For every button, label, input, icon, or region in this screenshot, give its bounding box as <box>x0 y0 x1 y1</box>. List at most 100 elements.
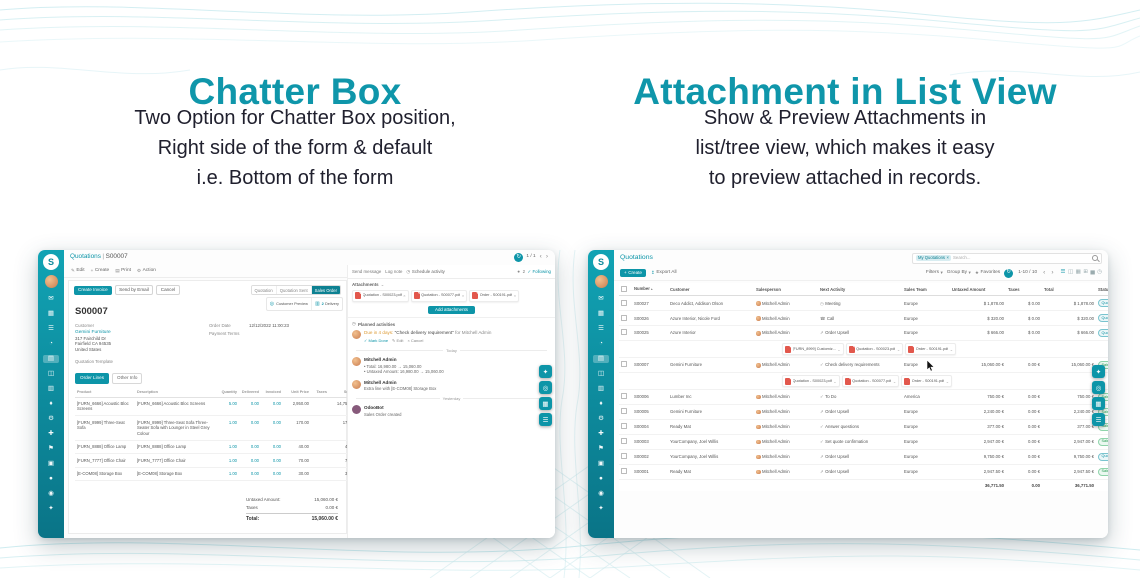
calendar-icon[interactable]: ▦ <box>597 310 605 317</box>
sales-icon[interactable]: ▤ <box>43 355 59 363</box>
quotation-row[interactable]: S00002 YourCompany, Joel Willis Mitchell… <box>619 449 1108 465</box>
chevron-down-icon[interactable]: ⌄ <box>837 346 841 352</box>
order-line-row[interactable]: [E-COM08] Storage Box [E-COM08] Storage … <box>75 467 361 482</box>
crm-icon[interactable]: ◔ <box>49 340 53 347</box>
attachment-chip[interactable]: Quotation - S00023.pdf ⌄ <box>845 343 904 356</box>
view-calendar-icon[interactable]: ▦ <box>1075 269 1081 276</box>
activity-icon[interactable]: ⇗ <box>820 409 824 415</box>
discuss-icon[interactable]: ✉ <box>598 295 604 302</box>
manufacturing-icon[interactable]: ⚙ <box>598 415 604 422</box>
quotation-row[interactable]: S00003 YourCompany, Joel Willis Mitchell… <box>619 434 1108 450</box>
status-quotation[interactable]: Quotation <box>251 286 276 295</box>
dashboard-icon[interactable]: ◫ <box>597 370 605 377</box>
discuss-icon[interactable]: ✉ <box>48 295 54 302</box>
invoicing-icon[interactable]: ♦ <box>599 400 603 407</box>
quotation-row[interactable]: S00005 Gemini Furniture Mitchell Admin ⇗… <box>619 404 1108 420</box>
pager-prev-icon[interactable]: ‹ <box>539 253 542 261</box>
order-line-row[interactable]: [FURN_7777] Office Chair [FURN_7777] Off… <box>75 453 361 468</box>
attachment-chip[interactable]: Quotation - S00077.pdf × <box>410 289 468 302</box>
tab-order-lines[interactable]: Order Lines <box>75 372 110 384</box>
row-checkbox[interactable] <box>621 329 627 336</box>
row-checkbox[interactable] <box>621 453 627 459</box>
attachment-chip[interactable]: Order - S00191.pdf × <box>469 289 520 302</box>
mark-done-button[interactable]: ✓ Mark Done <box>364 337 389 343</box>
point-of-sale-icon[interactable]: ▣ <box>597 460 605 467</box>
print-button[interactable]: ▤Print <box>115 267 131 273</box>
order-line-row[interactable]: [FURN_6666] Acoustic Bloc Screens [FURN_… <box>75 397 361 417</box>
settings-icon[interactable]: ✦ <box>598 505 604 512</box>
filters-button[interactable]: Filters▾ <box>925 269 943 275</box>
website-icon[interactable]: ◉ <box>48 490 54 497</box>
column-header[interactable]: Customer <box>668 283 754 297</box>
activity-icon[interactable]: ✓ <box>820 362 824 368</box>
remove-facet-icon[interactable]: × <box>946 255 949 261</box>
column-header[interactable]: Total <box>1042 283 1096 297</box>
quotation-row[interactable]: S00025 Azure Interior Mitchell Admin ⇗Or… <box>619 325 1108 342</box>
status-sales-order[interactable]: Sales Order <box>310 286 340 295</box>
attachment-chip[interactable]: [FURN_8999] Customiz... ⌄ <box>782 343 844 356</box>
quick-apps-icon[interactable]: ▦ <box>1092 397 1105 410</box>
schedule-activity-tab[interactable]: ◷Schedule activity <box>406 268 445 274</box>
attachment-row[interactable]: Quotation - S00023.pdf ⌄ Quotation - S00… <box>619 372 1108 391</box>
remove-attachment-icon[interactable]: × <box>513 293 517 299</box>
contacts-icon[interactable]: ☰ <box>598 325 604 332</box>
invoicing-icon[interactable]: ♦ <box>49 400 53 407</box>
calendar-icon[interactable]: ▦ <box>47 310 55 317</box>
pager-next-icon[interactable]: › <box>545 253 548 261</box>
search-input[interactable]: My Quotations × Search... <box>912 252 1102 264</box>
action-button[interactable]: ⚙Action <box>136 267 156 273</box>
inventory-icon[interactable]: ▥ <box>597 385 605 392</box>
remove-attachment-icon[interactable]: × <box>461 293 465 299</box>
quotation-row[interactable]: S00006 Lumber Inc Mitchell Admin ✓To Do … <box>619 389 1108 406</box>
row-checkbox[interactable] <box>621 423 627 430</box>
dashboard-icon[interactable]: ◫ <box>47 370 55 377</box>
quick-menu-icon[interactable]: ☰ <box>1092 413 1105 426</box>
attachment-chip[interactable]: Quotation - S00077.pdf ⌄ <box>841 375 900 388</box>
attachment-chip[interactable]: Quotation - S00023.pdf × <box>352 289 409 302</box>
column-header[interactable]: Sales Team <box>902 283 950 297</box>
send-message-tab[interactable]: Send message <box>352 268 382 274</box>
quotation-row[interactable]: S00007 Gemini Furniture Mitchell Admin ✓… <box>619 357 1108 374</box>
export-all-button[interactable]: ↥ Export All <box>650 269 677 275</box>
sync-button[interactable]: ↻ <box>1004 268 1014 278</box>
pager-next-icon[interactable]: › <box>1051 268 1054 276</box>
quick-search-icon[interactable]: ◎ <box>539 381 552 394</box>
remove-attachment-icon[interactable]: × <box>403 293 406 299</box>
cancel-activity-button[interactable]: × Cancel <box>407 337 424 343</box>
favorites-button[interactable]: ★Favorites <box>974 269 1001 275</box>
column-header[interactable]: Unit Price <box>283 387 311 398</box>
project-icon[interactable]: ● <box>49 475 53 482</box>
row-checkbox[interactable] <box>621 393 627 400</box>
contacts-icon[interactable]: ☰ <box>48 325 54 332</box>
column-header[interactable]: Taxes <box>1006 283 1042 297</box>
activity-icon[interactable]: ◷ <box>820 300 824 306</box>
quotation-row[interactable]: S00004 Ready Mat Mitchell Admin ✓Answer … <box>619 419 1108 435</box>
view-pivot-icon[interactable]: ⊞ <box>1083 269 1088 276</box>
quotation-row[interactable]: S00027 Deco Addict, Addison Olson Mitche… <box>619 295 1108 312</box>
crm-icon[interactable]: ◔ <box>599 340 603 347</box>
sync-button[interactable]: ↻ <box>514 253 524 262</box>
chevron-down-icon[interactable]: ⌄ <box>896 346 901 352</box>
chevron-down-icon[interactable]: ⌄ <box>945 378 950 384</box>
column-header[interactable]: Salesperson <box>754 283 818 297</box>
company-logo[interactable]: S <box>43 254 59 270</box>
edit-button[interactable]: ✎Edit <box>71 267 85 273</box>
attachment-row[interactable]: [FURN_8999] Customiz... ⌄ Quotation - S0… <box>619 340 1108 359</box>
activity-icon[interactable]: ⇗ <box>820 468 824 474</box>
attachment-chip[interactable]: Quotation - S00023.pdf ⌄ <box>782 375 840 388</box>
view-list-icon[interactable]: ☰ <box>1060 269 1066 276</box>
edit-activity-button[interactable]: ✎ Edit <box>392 337 404 343</box>
inventory-icon[interactable]: ▥ <box>47 385 55 392</box>
quick-star-icon[interactable]: ✦ <box>539 365 552 378</box>
cancel-button[interactable]: Cancel <box>156 285 180 296</box>
tab-other-info[interactable]: Other Info <box>112 372 143 384</box>
activity-icon[interactable]: ✓ <box>820 394 824 400</box>
activity-icon[interactable]: ⇗ <box>820 330 824 336</box>
chevron-down-icon[interactable]: ⌄ <box>892 378 897 384</box>
column-header[interactable]: Untaxed Amount <box>950 283 1006 297</box>
search-icon[interactable] <box>1092 255 1098 261</box>
order-date-value[interactable]: 12/12/2022 11:00:23 <box>249 322 289 328</box>
activity-icon[interactable]: ✓ <box>820 439 824 445</box>
following-button[interactable]: ✓ Following <box>527 268 551 274</box>
select-all-checkbox[interactable] <box>621 285 627 292</box>
